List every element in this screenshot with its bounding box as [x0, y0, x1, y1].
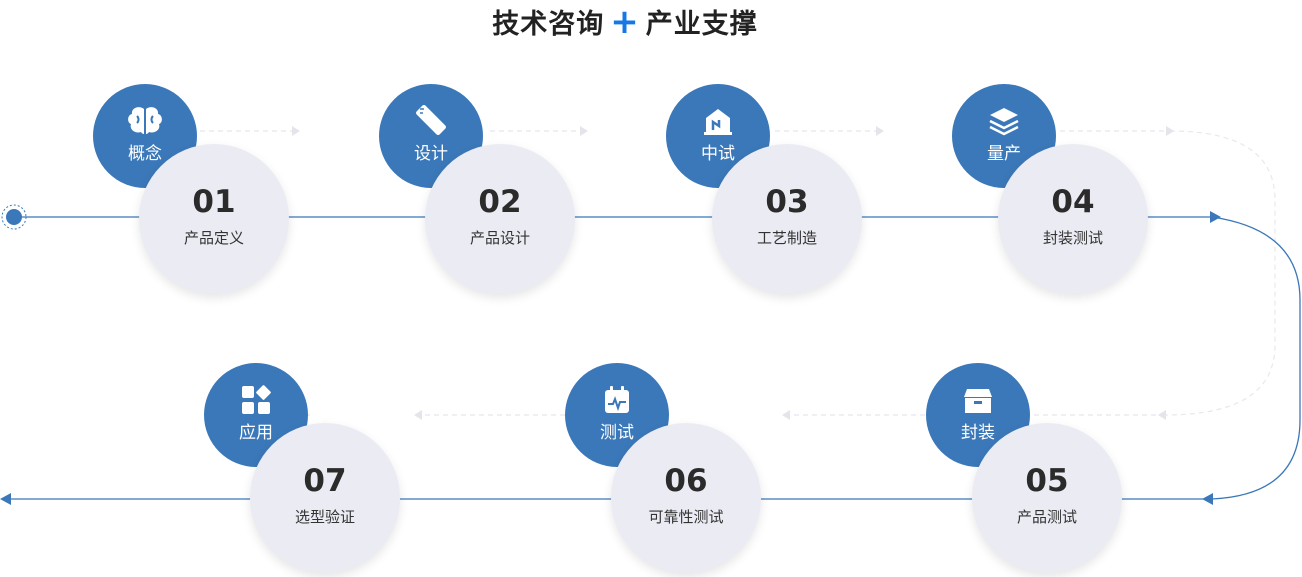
badge-label: 应用	[239, 423, 273, 443]
step-number: 06	[664, 462, 708, 499]
box-icon	[963, 383, 993, 417]
step-number: 04	[1051, 183, 1095, 220]
step-label: 工艺制造	[756, 228, 817, 247]
pencil-ruler-icon	[413, 104, 449, 138]
step-number: 01	[192, 183, 236, 220]
step-05: 05 产品测试	[972, 423, 1122, 573]
calendar-pulse-icon	[602, 383, 632, 417]
step-label: 选型验证	[294, 507, 355, 526]
dashed-arrowheads	[292, 126, 1174, 420]
badge-label: 量产	[987, 144, 1021, 164]
layers-icon	[988, 104, 1020, 138]
step-number: 05	[1025, 462, 1069, 499]
step-01: 01 产品定义	[139, 144, 289, 294]
title-right: 产业支撑	[645, 9, 758, 40]
plus-icon: +	[610, 2, 640, 42]
badge-label: 设计	[414, 144, 448, 164]
step-label: 封装测试	[1042, 228, 1103, 247]
brain-icon	[125, 104, 165, 138]
step-number: 02	[478, 183, 522, 220]
badge-label: 测试	[600, 423, 634, 443]
step-02: 02 产品设计	[425, 144, 575, 294]
badge-label: 中试	[701, 144, 735, 164]
step-04: 04 封装测试	[998, 144, 1148, 294]
step-03: 03 工艺制造	[712, 144, 862, 294]
app-grid-icon	[240, 383, 272, 417]
badge-application: 应用	[204, 363, 308, 467]
step-number: 07	[303, 462, 347, 499]
title-left: 技术咨询	[492, 9, 605, 40]
badge-label: 封装	[961, 423, 995, 443]
step-06: 06 可靠性测试	[611, 423, 761, 573]
step-number: 03	[765, 183, 809, 220]
step-label: 产品定义	[183, 228, 244, 247]
step-07: 07 选型验证	[250, 423, 400, 573]
dashed-guide	[200, 130, 1276, 416]
badge-label: 概念	[128, 144, 162, 164]
solid-arrowheads	[0, 211, 1221, 505]
step-label: 可靠性测试	[648, 507, 724, 526]
factory-icon	[702, 104, 734, 138]
page-title: 技术咨询+产业支撑	[0, 2, 1250, 42]
start-dot	[1, 204, 27, 230]
step-label: 产品测试	[1016, 507, 1077, 526]
step-label: 产品设计	[469, 228, 530, 247]
